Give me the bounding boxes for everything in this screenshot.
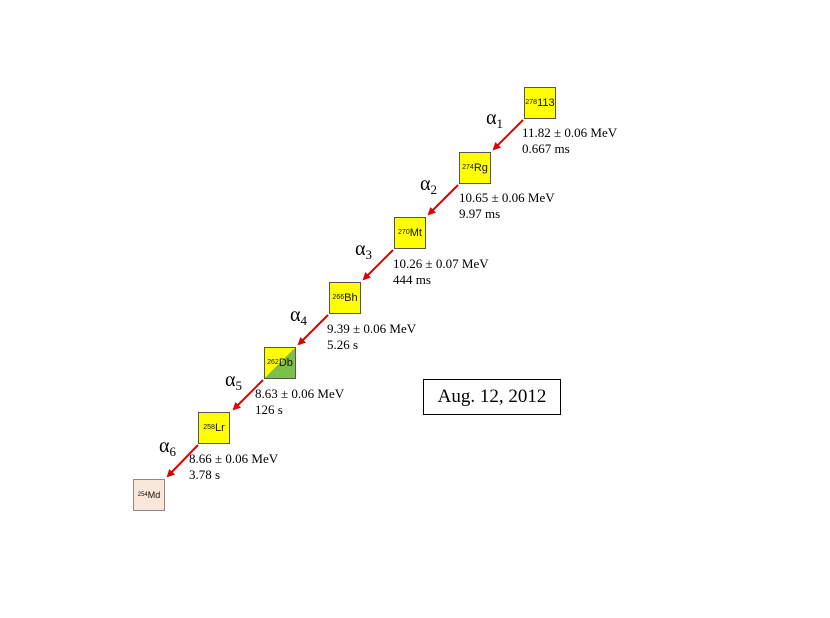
alpha-symbol: α xyxy=(290,304,301,326)
decay-info-3: 10.26 ± 0.07 MeV 444 ms xyxy=(393,256,489,288)
alpha-symbol: α xyxy=(225,369,236,391)
decay-arrow-1 xyxy=(492,119,524,151)
nuclide-symbol: Md xyxy=(147,490,161,500)
decay-energy: 8.66 ± 0.06 MeV xyxy=(189,451,279,466)
alpha-index: 4 xyxy=(300,313,307,328)
decay-arrow-4 xyxy=(297,314,329,346)
decay-info-5: 8.63 ± 0.06 MeV 126 s xyxy=(255,386,344,418)
alpha-symbol: α xyxy=(420,173,431,195)
alpha-index: 3 xyxy=(365,247,372,262)
nuclide-symbol: Rg xyxy=(473,162,488,174)
alpha-index: 2 xyxy=(430,182,437,197)
decay-time: 444 ms xyxy=(393,272,431,287)
decay-energy: 8.63 ± 0.06 MeV xyxy=(255,386,345,401)
nuclide-symbol: Lr xyxy=(214,422,225,434)
nuclide-symbol: Bh xyxy=(344,292,358,304)
alpha-index: 6 xyxy=(169,444,176,459)
alpha-label-4: α4 xyxy=(290,304,307,328)
decay-energy: 10.65 ± 0.06 MeV xyxy=(459,190,555,205)
decay-time: 9.97 ms xyxy=(459,206,501,221)
decay-energy: 11.82 ± 0.06 MeV xyxy=(522,125,618,140)
alpha-symbol: α xyxy=(355,238,366,260)
decay-info-4: 9.39 ± 0.06 MeV 5.26 s xyxy=(327,321,416,353)
decay-info-6: 8.66 ± 0.06 MeV 3.78 s xyxy=(189,451,278,483)
decay-time: 5.26 s xyxy=(327,337,359,352)
alpha-index: 5 xyxy=(235,378,242,393)
nuclide-symbol: 113 xyxy=(537,97,555,109)
alpha-label-1: α1 xyxy=(486,107,503,131)
decay-time: 126 s xyxy=(255,402,283,417)
decay-energy: 9.39 ± 0.06 MeV xyxy=(327,321,417,336)
nuclide-symbol: Mt xyxy=(409,227,422,239)
date-text: Aug. 12, 2012 xyxy=(437,386,547,407)
decay-time: 3.78 s xyxy=(189,467,221,482)
alpha-symbol: α xyxy=(486,107,497,129)
alpha-label-2: α2 xyxy=(420,173,437,197)
date-box: Aug. 12, 2012 xyxy=(423,379,561,415)
decay-arrow-6 xyxy=(166,444,199,478)
decay-energy: 10.26 ± 0.07 MeV xyxy=(393,256,489,271)
decay-arrow-5 xyxy=(232,379,264,411)
decay-arrow-2 xyxy=(427,184,459,216)
alpha-label-6: α6 xyxy=(159,435,176,459)
nuclide-symbol: Db xyxy=(278,357,293,369)
alpha-label-3: α3 xyxy=(355,238,372,262)
decay-arrow-3 xyxy=(362,249,394,281)
decay-info-2: 10.65 ± 0.06 MeV 9.97 ms xyxy=(459,190,555,222)
alpha-label-5: α5 xyxy=(225,369,242,393)
alpha-symbol: α xyxy=(159,435,170,457)
alpha-index: 1 xyxy=(496,116,503,131)
decay-info-1: 11.82 ± 0.06 MeV 0.667 ms xyxy=(522,125,617,157)
decay-time: 0.667 ms xyxy=(522,141,570,156)
